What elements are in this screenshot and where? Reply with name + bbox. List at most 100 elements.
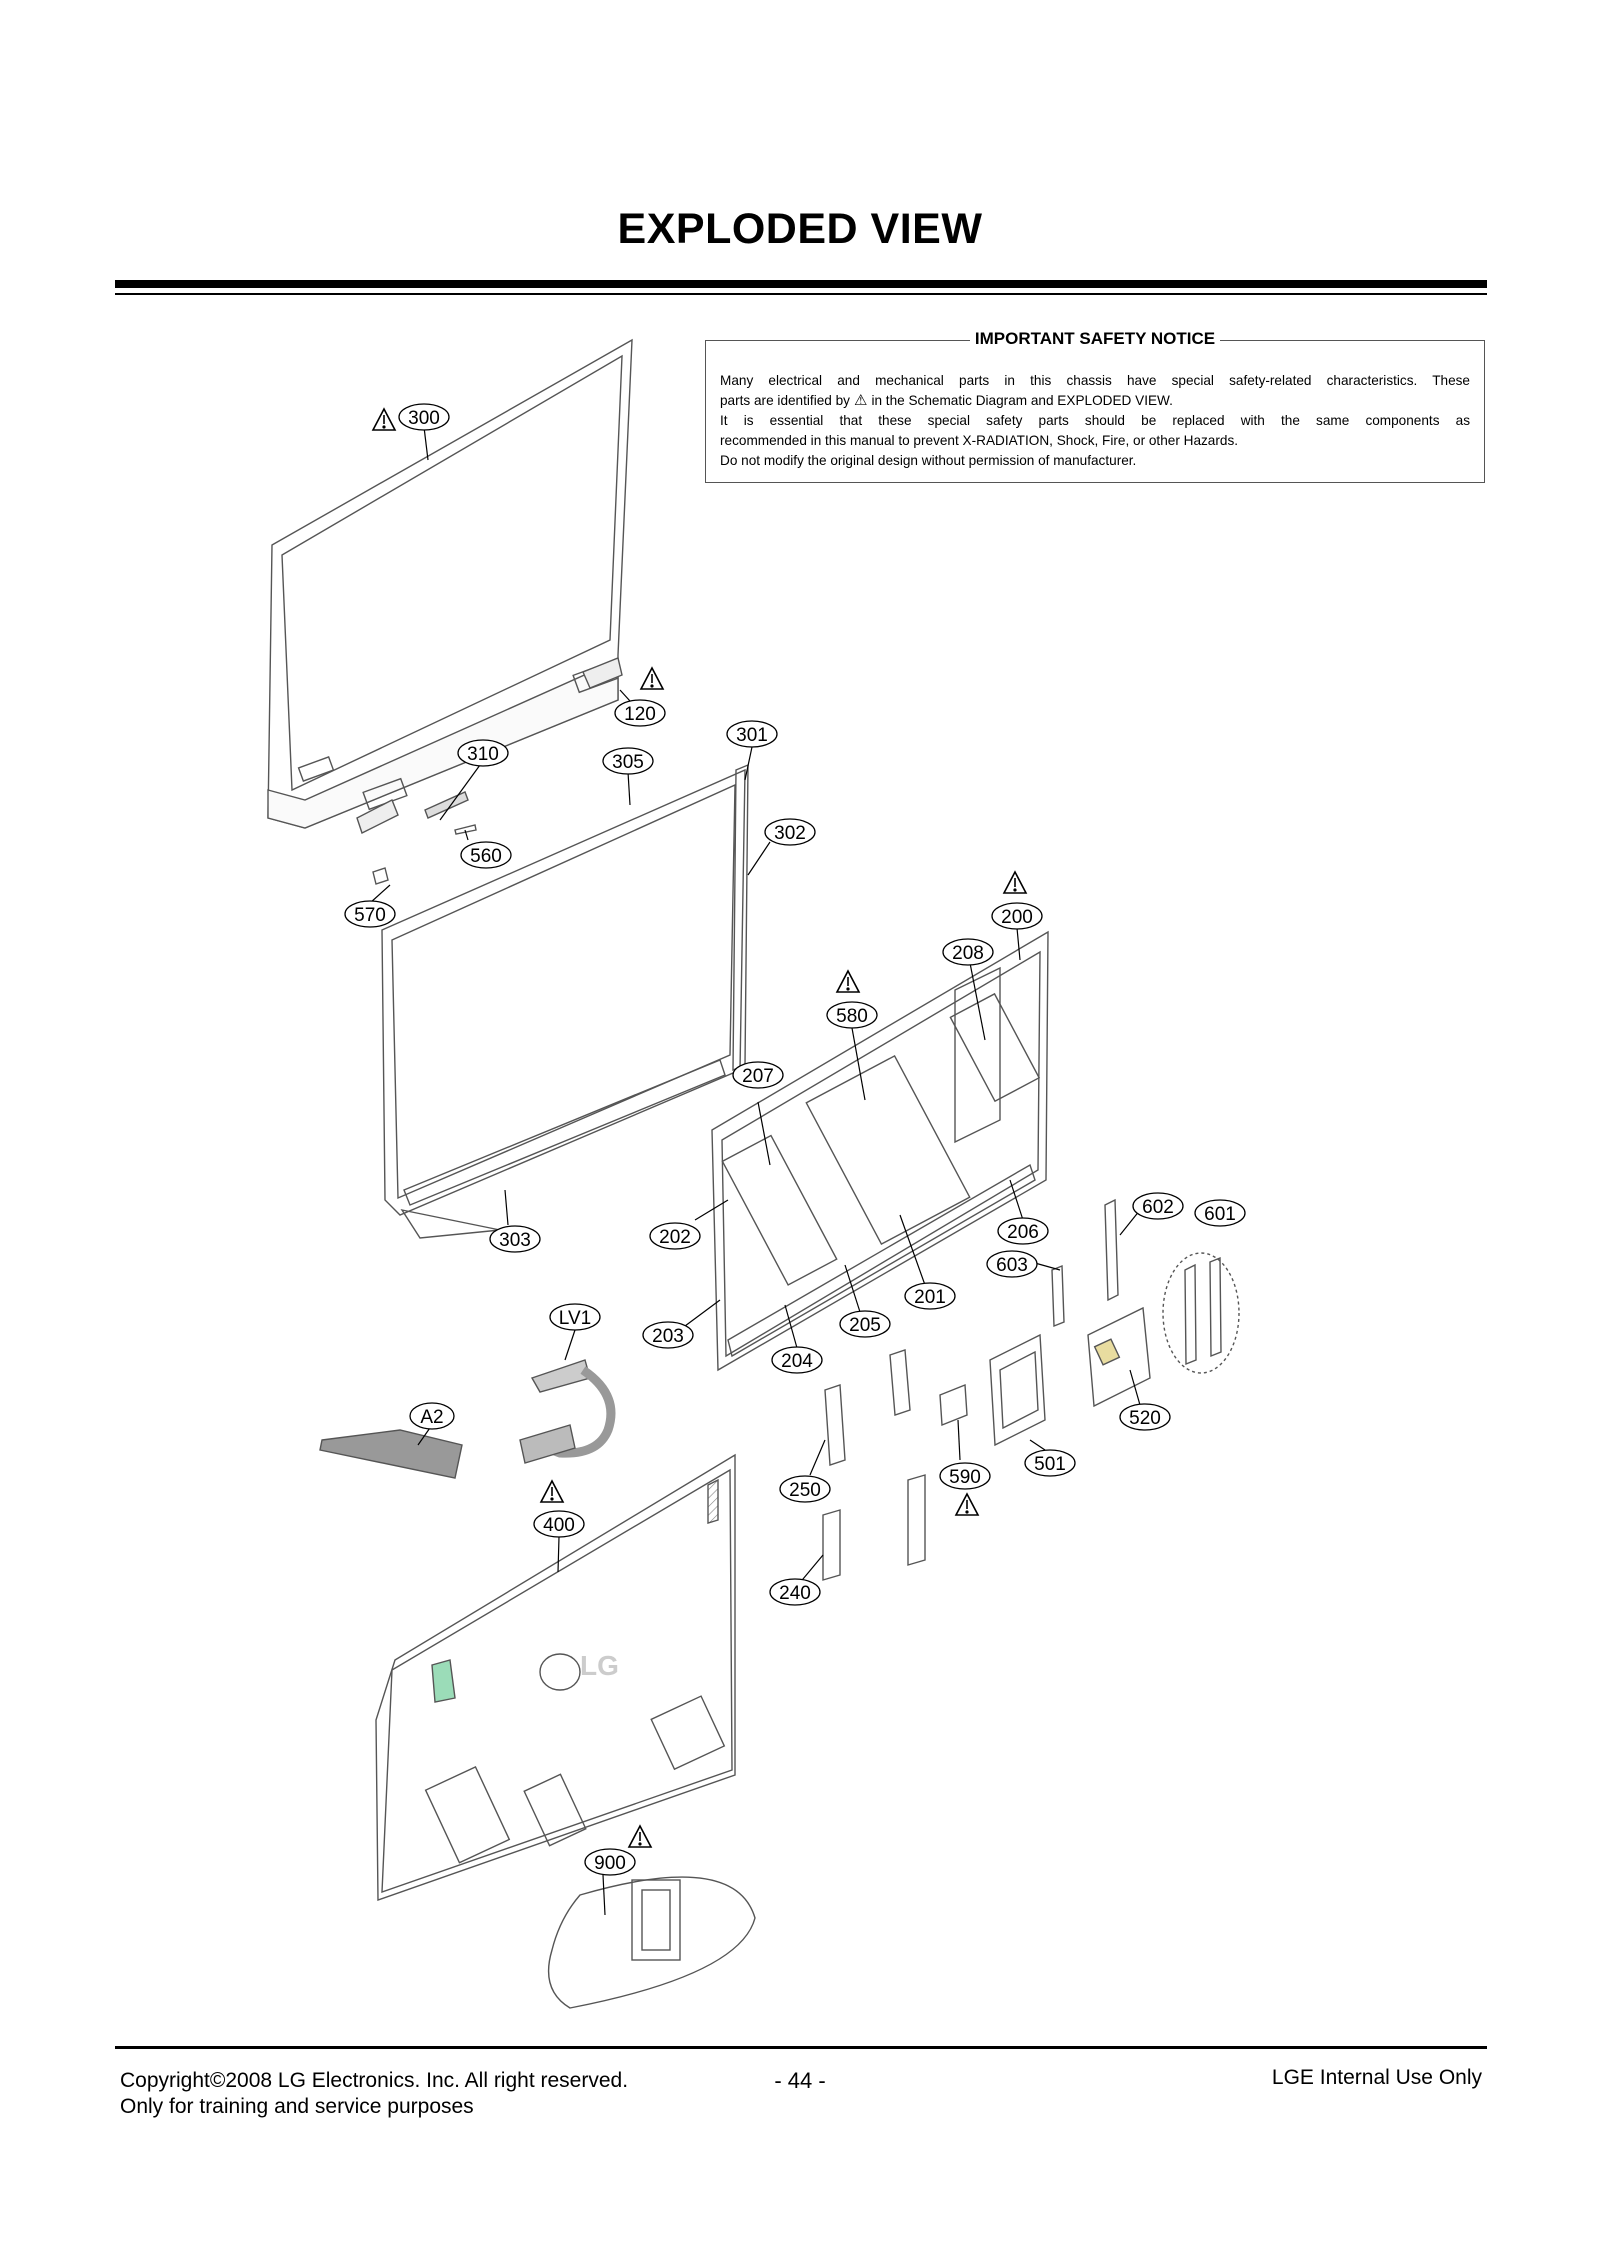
safety-notice-box: IMPORTANT SAFETY NOTICE Many electrical … bbox=[705, 329, 1485, 483]
callout-570: 570 bbox=[344, 900, 396, 928]
safety-notice-body: Many electrical and mechanical parts in … bbox=[720, 371, 1470, 471]
notice-line-1: Many electrical and mechanical parts in … bbox=[720, 373, 1470, 388]
page-title: EXPLODED VIEW bbox=[617, 205, 983, 253]
callout-240: 240 bbox=[769, 1578, 821, 1606]
bracket-601-group bbox=[1162, 1252, 1240, 1374]
callout-206: 206 bbox=[997, 1217, 1049, 1245]
callout-900: 900 bbox=[584, 1848, 636, 1876]
callout-603: 603 bbox=[986, 1250, 1038, 1278]
speaker-bracket-parts bbox=[356, 657, 623, 885]
svg-text:310: 310 bbox=[467, 744, 499, 765]
warning-triangle-icon bbox=[835, 969, 861, 993]
callout-400: 400 bbox=[533, 1510, 585, 1538]
purpose-text: Only for training and service purposes bbox=[120, 2095, 474, 2118]
callout-602: 602 bbox=[1132, 1192, 1184, 1220]
warning-triangle-icon bbox=[954, 1492, 980, 1516]
callout-580: 580 bbox=[826, 1001, 878, 1029]
footer-rule bbox=[115, 2046, 1487, 2049]
callout-201: 201 bbox=[904, 1282, 956, 1310]
svg-text:205: 205 bbox=[849, 1315, 881, 1336]
bracket-501 bbox=[989, 1333, 1046, 1447]
stand-neck-lv1 bbox=[519, 1359, 616, 1464]
callout-305: 305 bbox=[602, 747, 654, 775]
svg-text:603: 603 bbox=[996, 1255, 1028, 1276]
svg-text:590: 590 bbox=[949, 1467, 981, 1488]
svg-text:560: 560 bbox=[470, 846, 502, 867]
warning-triangle-icon bbox=[539, 1479, 565, 1503]
callout-205: 205 bbox=[839, 1310, 891, 1338]
callout-303: 303 bbox=[489, 1225, 541, 1253]
svg-text:602: 602 bbox=[1142, 1197, 1174, 1218]
board-520-part bbox=[1087, 1306, 1151, 1408]
svg-text:204: 204 bbox=[781, 1351, 813, 1372]
svg-text:501: 501 bbox=[1034, 1454, 1066, 1475]
bracket-240 bbox=[822, 1509, 841, 1581]
bracket-mid bbox=[889, 1349, 911, 1416]
callout-250: 250 bbox=[779, 1475, 831, 1503]
page-number: - 44 - bbox=[774, 2068, 826, 2093]
svg-text:206: 206 bbox=[1007, 1222, 1039, 1243]
svg-text:202: 202 bbox=[659, 1227, 691, 1248]
bracket-590 bbox=[939, 1383, 968, 1427]
front-bezel-part bbox=[267, 338, 633, 829]
callout-120: 120 bbox=[614, 699, 666, 727]
safety-markers bbox=[371, 407, 1028, 1848]
callout-208: 208 bbox=[942, 938, 994, 966]
leader-lines bbox=[369, 426, 1141, 1916]
callout-310: 310 bbox=[457, 739, 509, 767]
notice-line-3: It is essential that these special safet… bbox=[720, 413, 1470, 428]
callout-302: 302 bbox=[764, 818, 816, 846]
callout-207: 207 bbox=[732, 1061, 784, 1089]
main-chassis-part bbox=[711, 930, 1049, 1372]
notice-line-4: recommended in this manual to prevent X-… bbox=[720, 433, 1239, 448]
callout-501: 501 bbox=[1024, 1449, 1076, 1477]
brand-logo: LG bbox=[580, 1650, 619, 1681]
svg-text:400: 400 bbox=[543, 1515, 575, 1536]
callout-601: 601 bbox=[1194, 1199, 1246, 1227]
bracket-250 bbox=[824, 1384, 846, 1466]
svg-text:208: 208 bbox=[952, 943, 984, 964]
footer-left: Copyright©2008 LG Electronics. Inc. All … bbox=[120, 2068, 628, 2120]
svg-text:305: 305 bbox=[612, 752, 644, 773]
svg-text:302: 302 bbox=[774, 823, 806, 844]
svg-text:A2: A2 bbox=[420, 1407, 443, 1428]
svg-text:301: 301 bbox=[736, 725, 768, 746]
svg-text:201: 201 bbox=[914, 1287, 946, 1308]
svg-text:250: 250 bbox=[789, 1480, 821, 1501]
bracket-602 bbox=[1104, 1198, 1119, 1302]
callout-590: 590 bbox=[939, 1462, 991, 1490]
svg-text:601: 601 bbox=[1204, 1204, 1236, 1225]
svg-text:900: 900 bbox=[594, 1853, 626, 1874]
safety-notice-title: IMPORTANT SAFETY NOTICE bbox=[969, 329, 1221, 348]
svg-text:203: 203 bbox=[652, 1326, 684, 1347]
callout-a2: A2 bbox=[409, 1402, 455, 1430]
warning-triangle-icon bbox=[371, 407, 397, 431]
callout-560: 560 bbox=[460, 841, 512, 869]
callout-204: 204 bbox=[771, 1346, 823, 1374]
callout-labels: 300 120 310 305 301 302 560 570 200 208 … bbox=[344, 403, 1246, 1876]
stand-base-900 bbox=[547, 1876, 756, 2009]
callout-lv1: LV1 bbox=[549, 1303, 601, 1331]
svg-text:120: 120 bbox=[624, 704, 656, 725]
svg-text:200: 200 bbox=[1001, 907, 1033, 928]
svg-text:300: 300 bbox=[408, 408, 440, 429]
warning-triangle-icon bbox=[639, 666, 665, 690]
svg-text:240: 240 bbox=[779, 1583, 811, 1604]
svg-text:580: 580 bbox=[836, 1006, 868, 1027]
warning-triangle-icon bbox=[627, 1824, 653, 1848]
warning-triangle-icon: ⚠ bbox=[853, 392, 868, 409]
callout-300: 300 bbox=[398, 403, 450, 431]
lcd-panel-part bbox=[381, 768, 746, 1239]
copyright-text: Copyright©2008 LG Electronics. Inc. All … bbox=[120, 2069, 629, 2092]
callout-200: 200 bbox=[991, 902, 1043, 930]
notice-line-5: Do not modify the original design withou… bbox=[720, 453, 1137, 468]
back-cover-part bbox=[375, 1453, 736, 1901]
callout-202: 202 bbox=[649, 1222, 701, 1250]
warning-triangle-icon bbox=[1002, 870, 1028, 894]
svg-text:570: 570 bbox=[354, 905, 386, 926]
bracket-lower bbox=[907, 1474, 926, 1566]
bracket-603 bbox=[1051, 1264, 1065, 1328]
title-rule-thick bbox=[115, 280, 1487, 288]
svg-text:207: 207 bbox=[742, 1066, 774, 1087]
